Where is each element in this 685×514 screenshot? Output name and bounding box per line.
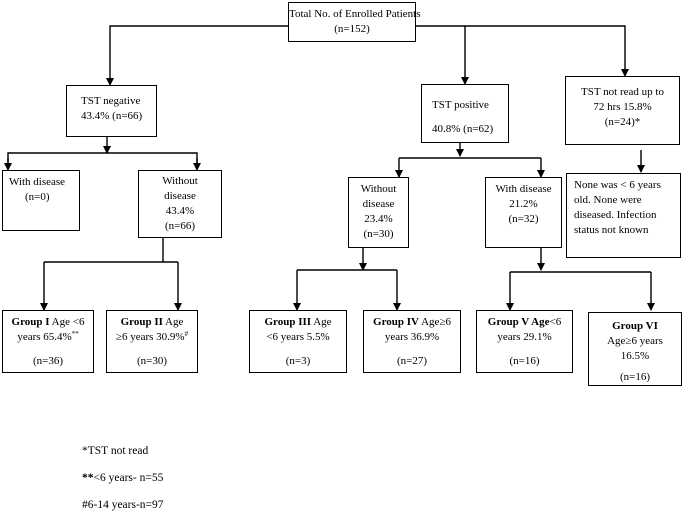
group5-title: Group V Age<6 xyxy=(487,316,562,328)
not-read-note-line2: old. None were xyxy=(574,194,642,206)
pos-with-disease-box: With disease 21.2% (n=32) xyxy=(485,177,562,248)
group4-box: Group IV Age≥6 years 36.9% (n=27) xyxy=(363,310,461,373)
group3-box: Group III Age <6 years 5.5% (n=3) xyxy=(249,310,347,373)
root-box-total-enrolled: Total No. of Enrolled Patients (n=152) xyxy=(288,2,421,42)
group4-pct: years 36.9% xyxy=(384,331,440,343)
group1-count: (n=36) xyxy=(32,355,64,367)
connector-tst-negative-branch xyxy=(7,152,198,168)
footnote-tst-not-read: *TST not read xyxy=(82,445,149,457)
pos-without-disease-pct: 23.4% xyxy=(364,213,393,225)
pos-with-disease-pct: 21.2% xyxy=(509,198,538,210)
group3-pct: <6 years 5.5% xyxy=(266,331,330,343)
connector-root-to-tst-negative xyxy=(106,25,288,86)
pos-with-disease-count: (n=32) xyxy=(508,213,539,225)
tst-negative-label: TST negative xyxy=(81,95,141,107)
neg-without-disease-line1: Without xyxy=(162,175,198,187)
pos-without-disease-box: Without disease 23.4% (n=30) xyxy=(348,177,409,248)
group1-pct: years 65.4%** xyxy=(17,330,79,344)
tst-positive-box: TST positive 40.8% (n=62) xyxy=(421,84,509,143)
not-read-note-line3: diseased. Infection xyxy=(574,209,657,221)
group6-title: Group VI xyxy=(612,320,658,332)
group6-count: (n=16) xyxy=(619,371,651,383)
group6-pct: 16.5% xyxy=(620,350,650,362)
neg-with-disease-box: With disease (n=0) xyxy=(2,170,80,231)
tst-not-read-box: TST not read up to 72 hrs 15.8% (n=24)* xyxy=(565,76,680,145)
tst-not-read-line1: TST not read up to xyxy=(581,86,664,98)
tst-positive-label: TST positive xyxy=(432,99,489,111)
not-read-note-line1: None was < 6 years xyxy=(574,179,661,191)
group6-box: Group VI Age≥6 years 16.5% (n=16) xyxy=(588,312,682,386)
footnote-under-6: **<6 years- n=55 xyxy=(82,472,164,484)
tst-not-read-line2: 72 hrs 15.8% xyxy=(593,101,652,113)
not-read-note-box: None was < 6 years old. None were diseas… xyxy=(566,173,681,258)
footnote-age-6-14: #6-14 years-n=97 xyxy=(82,499,164,511)
group5-box: Group V Age<6 years 29.1% (n=16) xyxy=(476,310,573,373)
root-title: Total No. of Enrolled Patients xyxy=(289,8,421,20)
pos-with-disease-label: With disease xyxy=(495,183,552,195)
neg-with-disease-label: With disease xyxy=(9,176,66,188)
group1-title: Group I Age <6 xyxy=(11,316,85,328)
group2-title: Group II Age xyxy=(120,316,184,328)
tst-negative-box: TST negative 43.4% (n=66) xyxy=(66,85,157,137)
group3-count: (n=3) xyxy=(285,355,311,367)
neg-without-disease-pct: 43.4% xyxy=(165,205,195,217)
neg-with-disease-count: (n=0) xyxy=(25,191,50,203)
not-read-note-line4: status not known xyxy=(574,224,649,236)
group5-pct: years 29.1% xyxy=(497,331,552,343)
neg-without-disease-line2: disease xyxy=(164,190,196,202)
group6-age: Age≥6 years xyxy=(607,335,663,347)
pos-without-disease-count: (n=30) xyxy=(363,228,394,240)
neg-without-disease-count: (n=66) xyxy=(164,220,196,232)
group4-count: (n=27) xyxy=(396,355,428,367)
tst-positive-count: 40.8% (n=62) xyxy=(432,123,494,135)
group3-title: Group III Age xyxy=(264,316,332,328)
root-count: (n=152) xyxy=(334,23,370,35)
tst-not-read-count: (n=24)* xyxy=(604,116,641,128)
connector-root-to-tst-not-read xyxy=(465,25,629,77)
tst-negative-count: 43.4% (n=66) xyxy=(81,110,143,122)
pos-without-disease-line2: disease xyxy=(362,198,395,210)
group2-pct: ≥6 years 30.9%# xyxy=(115,330,189,344)
group5-count: (n=16) xyxy=(509,355,540,367)
connector-root-to-tst-positive xyxy=(416,25,469,85)
group4-title: Group IV Age≥6 xyxy=(373,316,451,328)
neg-without-disease-box: Without disease 43.4% (n=66) xyxy=(138,170,222,238)
group2-count: (n=30) xyxy=(136,355,168,367)
group1-box: Group I Age <6 years 65.4%** (n=36) xyxy=(2,310,94,373)
pos-without-disease-line1: Without xyxy=(360,183,397,195)
group2-box: Group II Age ≥6 years 30.9%# (n=30) xyxy=(106,310,198,373)
